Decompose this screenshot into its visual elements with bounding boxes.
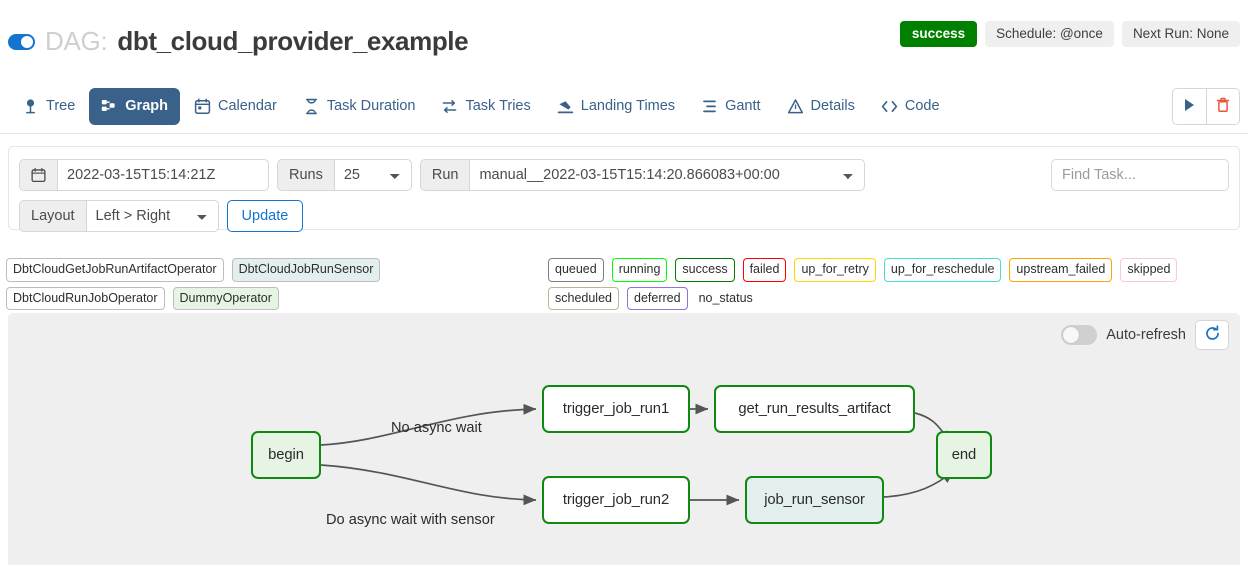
- runs-group: Runs 52550100365: [277, 159, 412, 191]
- graph-node-begin[interactable]: begin: [251, 431, 321, 479]
- tab-task-tries[interactable]: Task Tries: [429, 88, 542, 125]
- tab-calendar[interactable]: Calendar: [182, 88, 289, 125]
- graph-edge-label: No async wait: [391, 420, 482, 436]
- tab-tree[interactable]: Tree: [10, 88, 87, 125]
- layout-group: Layout Left > RightRight > LeftTop > Bot…: [19, 200, 219, 232]
- header-badges: success Schedule: @once Next Run: None: [899, 21, 1240, 47]
- tab-label: Landing Times: [580, 98, 676, 114]
- schedule-badge[interactable]: Schedule: @once: [985, 21, 1114, 47]
- retry-icon: [441, 98, 458, 115]
- tab-label: Code: [904, 98, 940, 114]
- graph-node-job_run_sensor[interactable]: job_run_sensor: [745, 476, 884, 524]
- filter-row-bottom: Layout Left > RightRight > LeftTop > Bot…: [19, 200, 1229, 232]
- graph-edge-label: Do async wait with sensor: [326, 512, 495, 528]
- tab-task-duration[interactable]: Task Duration: [291, 88, 428, 125]
- tab-gantt[interactable]: Gantt: [689, 88, 772, 125]
- tree-icon: [22, 98, 39, 115]
- tab-code[interactable]: Code: [869, 88, 952, 125]
- trash-icon: [1216, 97, 1230, 116]
- tab-label: Gantt: [725, 98, 761, 114]
- find-task-input[interactable]: [1051, 159, 1229, 191]
- legend-state-chip: up_for_reschedule: [883, 258, 1002, 282]
- page-title: dbt_cloud_provider_example: [117, 26, 469, 56]
- delete-dag-button[interactable]: [1206, 89, 1239, 124]
- run-label: Run: [419, 159, 470, 191]
- refresh-icon: [1204, 325, 1221, 345]
- legend-state-chip: deferred: [627, 286, 688, 310]
- tab-label: Tree: [46, 98, 76, 114]
- legend-state-chip: success: [675, 258, 735, 282]
- run-group: Run manual__2022-03-15T15:14:20.866083+0…: [419, 159, 866, 191]
- tab-label: Task Duration: [326, 98, 416, 114]
- legend-state-chip: up_for_retry: [794, 258, 876, 282]
- next-run-badge: Next Run: None: [1121, 21, 1240, 47]
- trigger-dag-button[interactable]: [1173, 89, 1206, 124]
- dag-action-buttons: [1172, 88, 1240, 125]
- legend-operator-chip: DbtCloudJobRunSensor: [231, 258, 381, 282]
- graph-node-end[interactable]: end: [936, 431, 992, 479]
- legend-state-chip: no_status: [698, 290, 753, 305]
- legend-operator-chip: DbtCloudGetJobRunArtifactOperator: [6, 258, 224, 282]
- filter-row-top: Runs 52550100365 Run manual__2022-03-15T…: [19, 159, 1229, 191]
- tab-landing-times[interactable]: Landing Times: [545, 88, 687, 125]
- runs-label: Runs: [277, 159, 334, 191]
- legend-state-chip: skipped: [1120, 258, 1178, 282]
- legend-state-chip: running: [611, 258, 668, 282]
- run-select[interactable]: manual__2022-03-15T15:14:20.866083+00:00: [469, 159, 866, 191]
- tab-details[interactable]: Details: [775, 88, 867, 125]
- legend-state-chip: upstream_failed: [1009, 258, 1113, 282]
- legend-state-chip: failed: [742, 258, 787, 282]
- auto-refresh-label: Auto-refresh: [1106, 327, 1186, 343]
- calendar-icon[interactable]: [19, 159, 57, 191]
- page-header: DAG: dbt_cloud_provider_example success …: [0, 0, 1248, 72]
- graph-node-trigger_job_run1[interactable]: trigger_job_run1: [542, 385, 690, 433]
- gantt-icon: [701, 98, 718, 115]
- tab-graph[interactable]: Graph: [89, 87, 180, 125]
- base-date-group: [19, 159, 269, 191]
- play-icon: [1183, 98, 1196, 115]
- graph-node-trigger_job_run2[interactable]: trigger_job_run2: [542, 476, 690, 524]
- tab-label: Task Tries: [465, 98, 531, 114]
- toggle-on-icon[interactable]: [8, 33, 35, 50]
- landing-times-icon: [557, 98, 574, 115]
- state-legend: queued running success failed up_for_retry up…: [548, 258, 1246, 310]
- tab-label: Calendar: [217, 98, 277, 114]
- graph-edges: [320, 403, 955, 506]
- tab-label: Graph: [125, 98, 168, 114]
- auto-refresh-controls: Auto-refresh: [1061, 320, 1229, 350]
- runs-select[interactable]: 52550100365: [333, 159, 412, 191]
- refresh-button[interactable]: [1195, 320, 1229, 350]
- legend-operator-chip: DbtCloudRunJobOperator: [6, 286, 165, 310]
- dag-title-row: DAG: dbt_cloud_provider_example: [8, 26, 469, 57]
- hourglass-icon: [303, 98, 320, 115]
- legend-state-chip: queued: [548, 258, 604, 282]
- status-badge: success: [899, 21, 978, 47]
- calendar-icon: [194, 98, 211, 115]
- auto-refresh-toggle[interactable]: [1061, 325, 1098, 345]
- update-button[interactable]: Update: [226, 200, 304, 232]
- legend-state-chip: scheduled: [548, 286, 619, 310]
- dag-label: DAG:: [45, 26, 108, 56]
- base-date-input[interactable]: [57, 159, 269, 191]
- tab-list: Tree Graph Calendar Task Duration Task Tries…: [10, 79, 952, 133]
- dag-nav-tabs: Tree Graph Calendar Task Duration Task Tries…: [0, 79, 1248, 134]
- layout-label: Layout: [19, 200, 86, 232]
- graph-filter-bar: Runs 52550100365 Run manual__2022-03-15T…: [8, 146, 1240, 232]
- code-icon: [881, 98, 898, 115]
- tab-label: Details: [810, 98, 855, 114]
- details-icon: [787, 98, 804, 115]
- graph-node-get_run_results_artifact[interactable]: get_run_results_artifact: [714, 385, 915, 433]
- graph-icon: [101, 98, 118, 115]
- layout-select[interactable]: Left > RightRight > LeftTop > BottomBott…: [85, 200, 219, 232]
- legend-operator-chip: DummyOperator: [172, 286, 279, 310]
